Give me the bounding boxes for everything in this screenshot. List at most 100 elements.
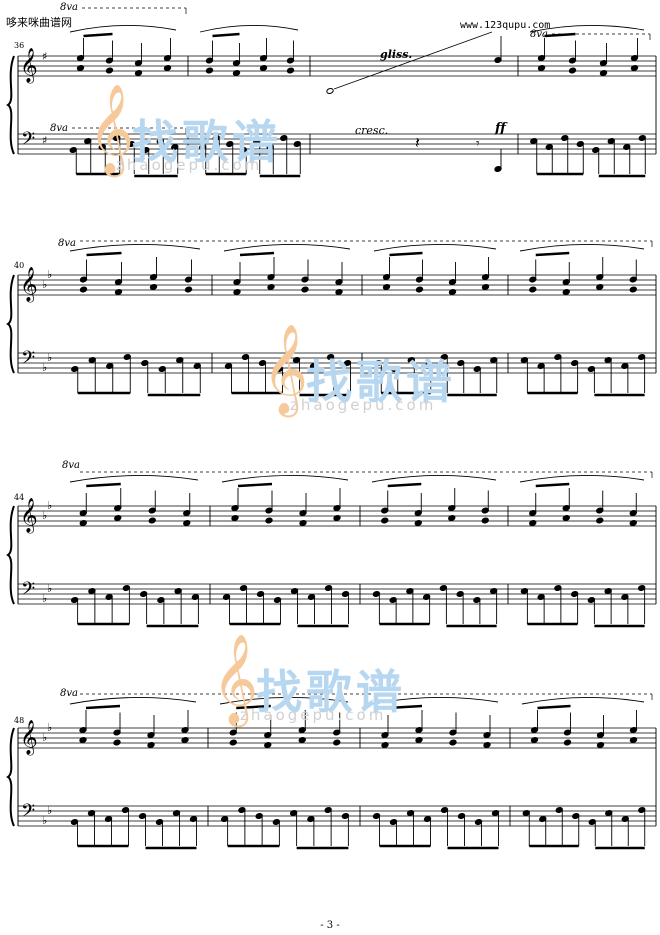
note-head [104,815,113,823]
note-head [105,67,114,74]
note-head [439,584,448,592]
note-head [241,353,250,361]
note-head [529,519,537,527]
note-head [141,359,149,367]
note-beam [535,482,570,488]
note-head [301,286,309,293]
dynamic-ff: ff [495,121,506,136]
page-number: - 3 - [320,920,340,931]
note-head [530,137,538,145]
note-head [563,739,572,746]
note-head [138,812,147,820]
note-head [522,809,530,817]
note-beam [86,251,122,257]
note-head [372,812,381,820]
flat-icon: ♭ [42,731,47,744]
note-head [324,806,332,814]
cresc-marking: cresc. [355,124,389,137]
note-head [183,519,191,527]
note-head [69,146,77,154]
note-head [473,365,481,373]
note-head [233,288,241,296]
note-head [326,353,335,361]
note-head [134,69,143,77]
brace [6,55,15,155]
note-beam [537,704,571,710]
note-head [292,356,301,364]
note-head [490,356,498,364]
note-head [238,806,246,814]
note-head [554,584,562,592]
note-head [106,362,114,370]
treble-clef-icon: 𝄞 [20,720,38,756]
slur [519,475,645,483]
glissando-line [333,31,493,90]
octave-mark: 8va [530,29,548,40]
note-head [273,596,282,604]
note-head [205,67,214,74]
brace [6,274,15,374]
slur [371,475,497,483]
note-head [324,584,333,592]
brace [6,727,15,827]
note-head [537,593,545,601]
note-head [266,143,274,151]
treble-clef-icon: 𝄞 [20,267,38,303]
note-head [596,283,604,291]
note-head [71,365,79,373]
slur [69,25,177,33]
note-head [87,809,96,817]
note-head [596,741,605,749]
slur [199,25,299,33]
note-beam [212,32,240,38]
note-head [638,134,646,142]
note-head [406,587,414,595]
note-head [341,590,350,598]
note-head [607,137,615,145]
note-head [537,362,545,370]
note-head [599,69,608,77]
measure-number-44: 44 [14,493,25,502]
note-head [473,596,481,604]
note-head [448,288,457,296]
note-head [163,64,172,72]
note-head [407,356,415,364]
note-head [127,140,135,148]
flat-icon: ♭ [47,351,52,364]
note-head [372,590,381,598]
note-head [222,593,231,601]
flat-icon: ♭ [42,278,47,291]
note-head [139,590,148,598]
note-head [79,519,87,527]
note-head [422,593,431,601]
note-head [623,143,631,151]
note-head [79,286,88,293]
note-beam [387,704,423,710]
slur [529,25,645,33]
note-head [199,143,207,151]
note-head [440,806,449,814]
note-head [630,64,639,72]
note-head [255,812,263,820]
note-head [156,137,164,145]
note-head [265,517,273,524]
note-head [457,812,466,820]
note-head [637,584,646,592]
note-head [229,739,237,746]
note-head [483,741,491,749]
note-head [621,362,629,370]
treble-clef-icon: 𝄞 [20,498,38,534]
note-head [259,64,268,72]
note-head [587,365,596,373]
note-head [343,359,352,367]
note-head [389,596,397,604]
octave-mark: 8va [58,238,76,249]
note-head [374,359,382,367]
note-head [414,519,422,527]
note-head [381,741,389,749]
flat-icon: ♭ [47,804,52,817]
note-head [114,288,123,296]
note-head [184,286,193,293]
note-head [307,815,315,823]
brace [6,505,15,605]
